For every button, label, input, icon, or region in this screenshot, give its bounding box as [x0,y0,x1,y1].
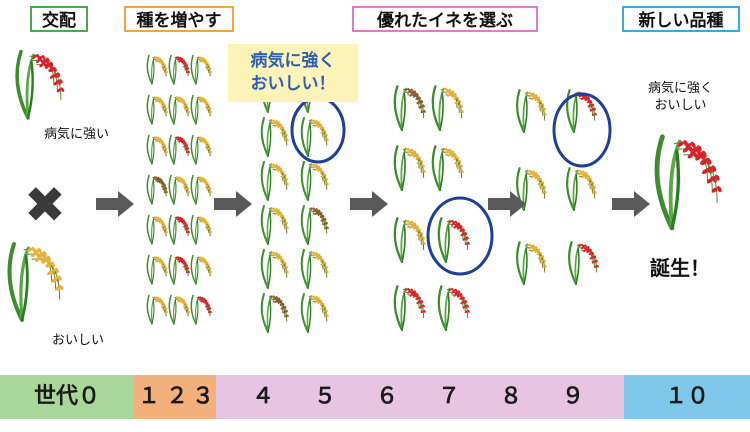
rice-plant-icon [190,214,212,245]
rice-plant-icon [146,214,168,245]
rice-plant-icon [300,205,329,245]
generation-label: ５ [313,384,336,409]
generation-label: ６ [375,384,398,409]
cross-symbol-icon: ✖ [24,176,66,234]
rice-plant-icon [146,294,168,325]
rice-plant-icon [260,117,289,157]
timeline-segment-cross [0,375,134,419]
new-variety-label: 新しい品種 [622,6,740,32]
arrow-right-icon [488,191,526,217]
rice-plant-icon [190,254,212,285]
increase-seeds-label: 種を増やす [124,6,234,32]
rice-plant-icon [190,294,212,325]
disease-resistant-note: 病気に強い [44,127,110,142]
tasty-note: おいしい [52,333,105,348]
rice-plant-icon [260,293,289,333]
rice-plant-icon [260,205,289,245]
arrow-right-icon [96,191,134,217]
rice-plant-icon [654,134,722,231]
target-traits-line1: 病気に強く [250,51,336,71]
rice-plant-icon [566,167,597,212]
rice-plant-icon [168,94,190,125]
generation-timeline: 世代０ １ ２ ３ ４ ５ ６ ７ ８ ９ １０ [0,375,750,419]
rice-plant-icon [146,174,168,205]
rice-plant-icon [146,254,168,285]
selection-circle-icon [290,96,346,164]
rice-plant-icon [516,241,547,286]
rice-plant-icon [190,94,212,125]
rice-plant-icon [168,54,190,85]
rice-plant-icon [168,214,190,245]
rice-plant-icon [15,49,65,120]
rice-plant-icon [516,89,547,134]
generation-label: ７ [437,384,460,409]
generation-label: ３ [191,384,214,409]
target-traits-note: 病気に強く おいしい！ [228,44,358,102]
born-note: 誕生！ [650,256,710,280]
generation-label: ９ [561,384,584,409]
rice-plant-icon [568,241,599,286]
new-variety-traits-line2: おいしい [654,98,707,113]
selection-circle-icon [552,92,612,168]
rice-plant-icon [260,249,289,289]
arrow-right-icon [350,191,388,217]
rice-plant-icon [190,54,212,85]
rice-plant-icon [393,145,426,192]
generation-label: １ [137,384,160,409]
arrow-right-icon [612,191,650,217]
generation-label: 世代０ [33,384,100,409]
rice-plant-icon [300,161,329,201]
target-traits-line2: おいしい！ [250,74,336,94]
rice-plant-icon [146,134,168,165]
rice-plant-icon [168,254,190,285]
timeline-segment-select [216,375,624,419]
rice-plant-icon [7,242,64,322]
rice-plant-icon [393,285,426,332]
select-rice-label: 優れたイネを選ぶ [352,6,538,32]
rice-plant-icon [168,294,190,325]
rice-plant-icon [300,293,329,333]
rice-plant-icon [393,85,426,132]
rice-plant-icon [146,94,168,125]
rice-plant-icon [300,249,329,289]
new-variety-traits-line1: 病気に強く [648,81,714,96]
rice-plant-icon [190,134,212,165]
generation-label: ４ [251,384,274,409]
rice-plant-icon [393,217,426,264]
generation-label: ８ [499,384,522,409]
new-variety-traits-note: 病気に強く おいしい [648,80,713,114]
rice-plant-icon [431,145,464,192]
rice-plant-icon [168,174,190,205]
timeline-segment-new [624,375,750,419]
rice-plant-icon [300,117,329,157]
rice-plant-icon [146,54,168,85]
timeline-segment-increase [134,375,216,419]
rice-plant-icon [260,161,289,201]
generation-label: １０ [664,384,709,409]
arrow-right-icon [214,191,252,217]
cross-label: 交配 [30,6,88,32]
rice-plant-icon [437,217,470,264]
rice-plant-icon [168,134,190,165]
rice-plant-icon [437,285,470,332]
rice-plant-icon [190,174,212,205]
selection-circle-icon [426,196,494,276]
rice-plant-icon [431,85,464,132]
generation-label: ２ [165,384,188,409]
